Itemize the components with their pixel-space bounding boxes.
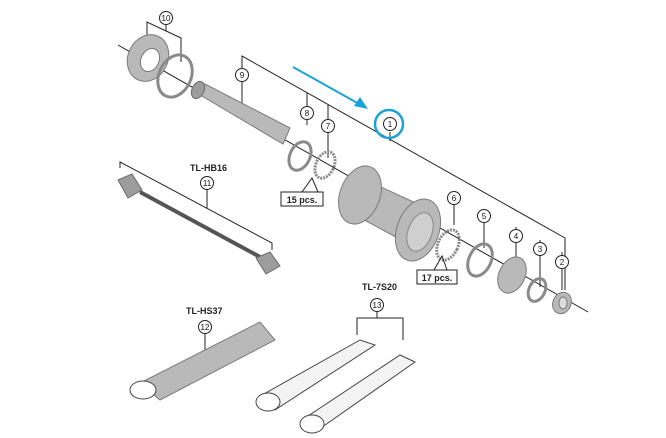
qty-box-6 (416, 269, 458, 285)
callout-circle (235, 68, 249, 82)
qty-label-7: 15 pcs. (287, 195, 318, 205)
callout-circle (300, 106, 314, 120)
tool-label-7s20: TL-7S20 (362, 282, 397, 292)
callout-1: 1 (383, 117, 397, 131)
callout-3: 3 (533, 242, 547, 256)
callout-number: 5 (482, 212, 487, 221)
part-11-tool-nut-right (255, 251, 281, 275)
arrow-head-icon (354, 97, 368, 109)
tool-label-hs37: TL-HS37 (186, 306, 223, 316)
part-10-ring (156, 53, 194, 99)
callout-circle (383, 117, 397, 131)
callout-number: 2 (560, 258, 565, 267)
callout-circle (370, 298, 384, 312)
callout-circle (159, 11, 173, 25)
callout-7: 7 (321, 119, 335, 133)
part-4-cone (497, 256, 527, 294)
qty-box-7 (280, 191, 324, 207)
part-1-hub-flange-left (338, 165, 382, 225)
callout-circle (200, 176, 214, 190)
callout-number: 13 (373, 301, 382, 310)
callout-circle (555, 255, 569, 269)
part-8-washer (287, 140, 313, 172)
callout-number: 1 (388, 120, 393, 129)
callout-9: 9 (235, 68, 249, 82)
callout-6: 6 (447, 191, 461, 205)
part-7-bearings (313, 150, 337, 180)
part-12-tool-hs37 (139, 321, 276, 401)
callout-11: 11 (200, 176, 214, 190)
callout-number: 3 (538, 245, 543, 254)
part-3-o-ring (526, 277, 548, 303)
callout-13: 13 (370, 298, 384, 312)
callout-number: 7 (326, 122, 331, 131)
callout-10: 10 (159, 11, 173, 25)
part-11-tool-nut-left (117, 173, 143, 199)
callout-circle (477, 209, 491, 223)
callout-number: 4 (514, 232, 519, 241)
callout-number: 12 (201, 323, 210, 332)
callout-5: 5 (477, 209, 491, 223)
callout-12: 12 (198, 320, 212, 334)
callout-circle (198, 320, 212, 334)
callout-circle (321, 119, 335, 133)
highlight-circle (373, 108, 405, 140)
callout-circle (509, 229, 523, 243)
callout-circle (533, 242, 547, 256)
callout-number: 9 (240, 71, 245, 80)
callout-circle (447, 191, 461, 205)
callout-2: 2 (555, 255, 569, 269)
tool-label-hb16: TL-HB16 (190, 163, 227, 173)
qty-label-6: 17 pcs. (422, 273, 453, 283)
callout-8: 8 (300, 106, 314, 120)
callout-4: 4 (509, 229, 523, 243)
callout-number: 6 (452, 194, 457, 203)
part-6-bearings (435, 228, 461, 262)
callout-number: 10 (162, 14, 171, 23)
leader-11 (119, 161, 273, 250)
part-11-tool-rod (139, 190, 263, 260)
leader-13 (356, 317, 404, 340)
callout-number: 8 (305, 109, 310, 118)
callout-number: 11 (203, 179, 212, 188)
part-5-seal (466, 242, 494, 278)
direction-arrow (292, 66, 362, 106)
